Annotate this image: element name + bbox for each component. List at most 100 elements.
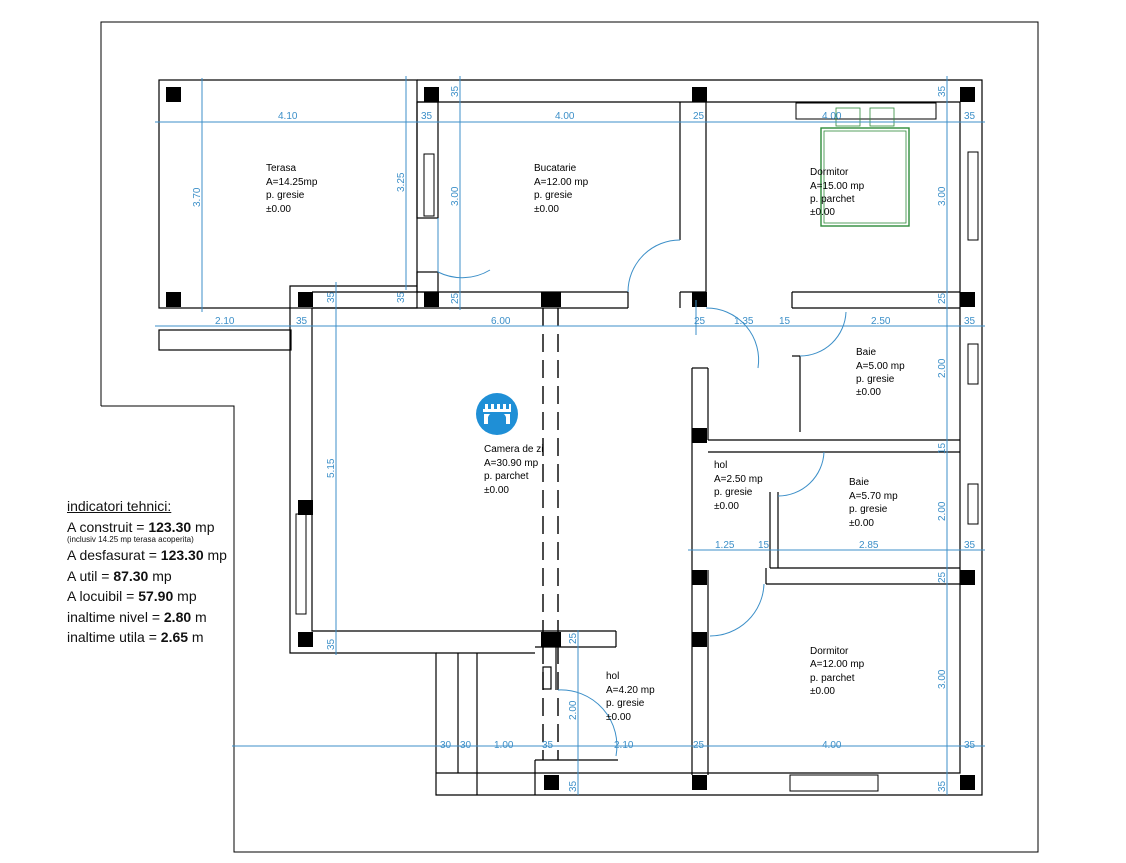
dim-vert-10: 35: [326, 291, 337, 303]
room-labels: Terasa A=14.25mp p. gresie ±0.00 Bucatar…: [266, 163, 905, 723]
dim-bottom-2: 1.00: [494, 740, 514, 751]
room-dormitor1-floor: p. parchet: [810, 194, 855, 205]
indicator-note: (inclusiv 14.25 mp terasa acoperita): [67, 535, 194, 544]
dim-vert-4: 35: [450, 85, 461, 97]
dim-mid-1: 35: [296, 316, 308, 327]
room-baie1-level: ±0.00: [856, 387, 881, 398]
dim-mid-6: 2.50: [871, 316, 891, 327]
room-hol2-name: hol: [606, 671, 619, 682]
room-dormitor2-floor: p. parchet: [810, 673, 855, 684]
dim-top-2: 4.00: [555, 111, 575, 122]
room-camera-name: Camera de zi: [484, 444, 543, 455]
room-baie2-floor: p. gresie: [849, 504, 888, 515]
dim-vert-18: 2.00: [568, 700, 579, 720]
room-terasa-level: ±0.00: [266, 204, 291, 215]
beam-dashed-lines: [542, 308, 559, 760]
room-dormitor2-area: A=12.00 mp: [810, 659, 865, 670]
dim-bottom-0: 30: [440, 740, 452, 751]
structural-columns: [166, 87, 975, 790]
dim-vert-8: 25: [937, 292, 948, 304]
dim-vert-14: 25: [937, 571, 948, 583]
room-hol1-area: A=2.50 mp: [714, 474, 763, 485]
room-bucatarie-level: ±0.00: [534, 204, 559, 215]
dim-top-5: 35: [964, 111, 976, 122]
dim-bottom-4: 2.10: [614, 740, 634, 751]
dim-mid-3: 25: [694, 316, 706, 327]
exterior-walls: [289, 79, 983, 796]
room-bucatarie-area: A=12.00 mp: [534, 177, 589, 188]
dim-low-0: 1.25: [715, 540, 735, 551]
dim-bottom-7: 35: [964, 740, 976, 751]
dim-bottom-6: 4.00: [822, 740, 842, 751]
indicator-util: A util = 87.30 mp: [67, 567, 172, 584]
indicator-construit: A construit = 123.30 mp: [67, 518, 215, 535]
room-terasa-floor: p. gresie: [266, 190, 305, 201]
room-baie2-name: Baie: [849, 477, 869, 488]
indicator-inaltime-utila: inaltime utila = 2.65 m: [67, 629, 204, 645]
dim-vert-20: 35: [326, 638, 337, 650]
room-hol1-level: ±0.00: [714, 501, 739, 512]
dimension-labels: 4.10 35 4.00 25 4.00 35 2.10 35 6.00 25 …: [215, 111, 976, 751]
dim-top-0: 4.10: [278, 111, 298, 122]
dim-vert-2: 3.00: [450, 186, 461, 206]
windows: [295, 102, 979, 792]
dim-vert-6: 35: [396, 291, 407, 303]
dim-low-3: 35: [964, 540, 976, 551]
dim-vert-15: 3.00: [937, 669, 948, 689]
dim-bottom-3: 35: [542, 740, 554, 751]
dim-vert-16: 35: [937, 780, 948, 792]
dim-vert-13: 2.00: [937, 501, 948, 521]
room-baie1-name: Baie: [856, 347, 876, 358]
dim-mid-5: 15: [779, 316, 791, 327]
room-bucatarie-name: Bucatarie: [534, 163, 577, 174]
dim-top-3: 25: [693, 111, 705, 122]
indicator-locuibil: A locuibil = 57.90 mp: [67, 588, 197, 604]
dim-mid-2: 6.00: [491, 316, 511, 327]
dim-vert-1: 3.25: [396, 172, 407, 192]
dim-low-1: 15: [758, 540, 770, 551]
dim-top-4: 4.00: [822, 111, 842, 122]
room-baie1-area: A=5.00 mp: [856, 361, 905, 372]
room-dormitor1-name: Dormitor: [810, 167, 849, 178]
room-dormitor1-area: A=15.00 mp: [810, 181, 865, 192]
room-dormitor1-level: ±0.00: [810, 207, 835, 218]
dim-mid-0: 2.10: [215, 316, 235, 327]
room-hol1-floor: p. gresie: [714, 487, 753, 498]
dim-vert-9: 5.15: [326, 458, 337, 478]
dim-mid-7: 35: [964, 316, 976, 327]
bed: [820, 107, 910, 227]
dim-bottom-1: 30: [460, 740, 472, 751]
room-camera-floor: p. parchet: [484, 471, 529, 482]
door-swings: [437, 218, 847, 757]
indicator-desfasurat: A desfasurat = 123.30 mp: [67, 547, 227, 563]
fireplace-icon: [476, 393, 518, 435]
room-camera-area: A=30.90 mp: [484, 458, 539, 469]
room-dormitor2-name: Dormitor: [810, 646, 849, 657]
room-baie2-level: ±0.00: [849, 518, 874, 529]
room-terasa-name: Terasa: [266, 163, 296, 174]
room-dormitor2-level: ±0.00: [810, 686, 835, 697]
dim-vert-11: 2.00: [937, 358, 948, 378]
technical-indicators: indicatori tehnici: A construit = 123.30…: [67, 496, 227, 648]
dim-vert-19: 35: [568, 780, 579, 792]
vertical-dimension-labels: 3.70 3.25 3.00 3.00 35 25 35 35 25 5.15 …: [192, 85, 948, 792]
dimension-lines: [155, 76, 985, 795]
dim-top-1: 35: [421, 111, 433, 122]
indicators-title: indicatori tehnici:: [67, 498, 172, 514]
dim-vert-3: 3.00: [937, 186, 948, 206]
dim-vert-0: 3.70: [192, 187, 203, 207]
dim-vert-17: 25: [568, 632, 579, 644]
site-boundary: [100, 21, 1039, 853]
dim-vert-5: 25: [450, 292, 461, 304]
dim-vert-7: 35: [937, 85, 948, 97]
room-camera-level: ±0.00: [484, 485, 509, 496]
room-baie2-area: A=5.70 mp: [849, 491, 898, 502]
dim-mid-4: 1.35: [734, 316, 754, 327]
room-hol2-floor: p. gresie: [606, 698, 645, 709]
room-hol1-name: hol: [714, 460, 727, 471]
room-bucatarie-floor: p. gresie: [534, 190, 573, 201]
dim-vert-12: 15: [937, 442, 948, 454]
indicator-inaltime-nivel: inaltime nivel = 2.80 m: [67, 608, 207, 625]
dim-bottom-5: 25: [693, 740, 705, 751]
